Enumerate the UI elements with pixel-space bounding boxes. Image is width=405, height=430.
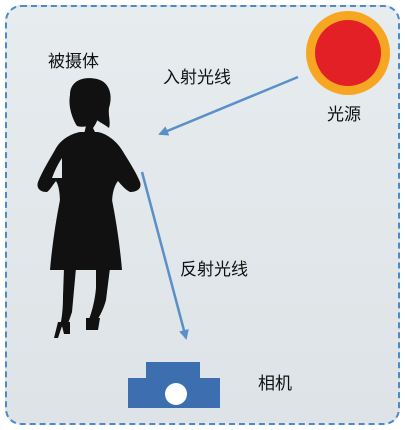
reflected-ray-label: 反射光线: [180, 260, 248, 280]
light-source-icon: [306, 11, 390, 95]
camera-icon: [128, 362, 220, 408]
reflected-ray-arrow: [140, 171, 189, 340]
subject-silhouette: [37, 78, 141, 338]
light-source-label: 光源: [327, 105, 361, 125]
incident-ray-label: 入射光线: [163, 68, 231, 88]
incident-ray-arrow: [158, 75, 299, 136]
camera-label: 相机: [258, 374, 292, 394]
subject-label: 被摄体: [48, 52, 99, 72]
